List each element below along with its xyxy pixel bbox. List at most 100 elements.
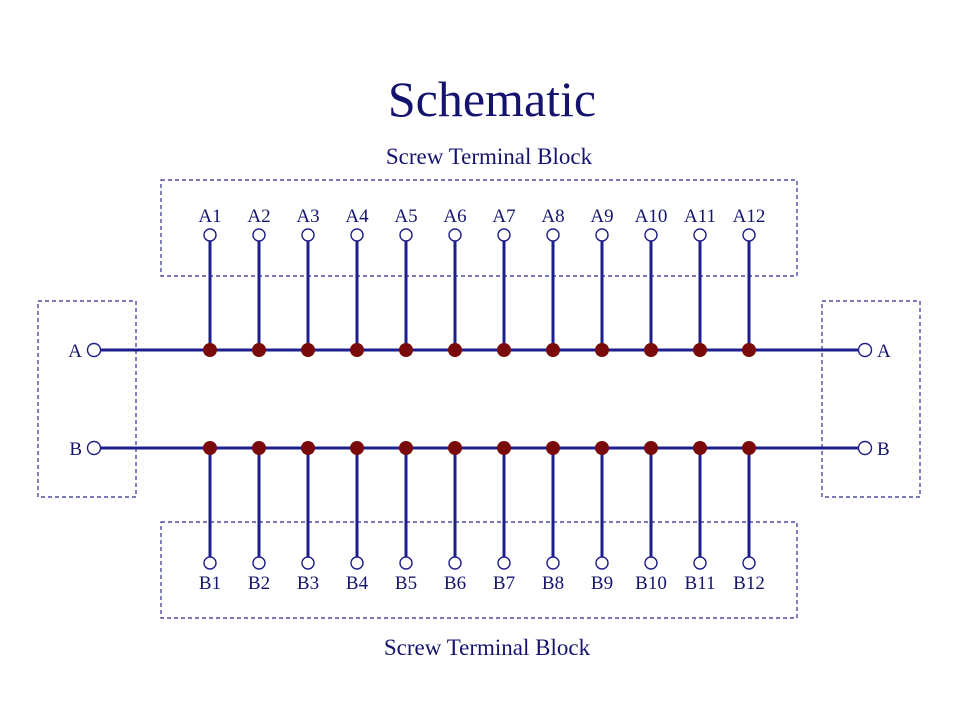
a-terminal-label-11: A11	[684, 206, 716, 227]
b-terminal-5: B5	[395, 441, 417, 594]
a-terminal-9: A9	[590, 206, 614, 357]
b-terminal-pin-11	[693, 556, 707, 570]
a-terminal-5: A5	[394, 206, 418, 357]
a-terminal-8: A8	[541, 206, 565, 357]
a-terminal-pin-11	[693, 228, 707, 242]
a-terminal-pin-4	[350, 228, 364, 242]
b-terminal-label-8: B8	[542, 573, 564, 594]
b-terminal-label-1: B1	[199, 573, 221, 594]
b-terminal-1: B1	[199, 441, 221, 594]
a-terminal-3: A3	[296, 206, 320, 357]
a-junction-node-12	[742, 343, 756, 357]
b-junction-node-7	[497, 441, 511, 455]
a-terminal-7: A7	[492, 206, 516, 357]
bottom-block-label: Screw Terminal Block	[384, 635, 591, 660]
b-terminal-pin-10	[644, 556, 658, 570]
b-junction-node-12	[742, 441, 756, 455]
right-label-a: A	[877, 341, 891, 362]
a-terminal-pin-1	[203, 228, 217, 242]
b-terminal-label-7: B7	[493, 573, 515, 594]
a-terminal-pin-8	[546, 228, 560, 242]
b-terminal-4: B4	[346, 441, 369, 594]
b-terminal-pin-5	[399, 556, 413, 570]
a-terminal-label-9: A9	[590, 206, 613, 227]
a-junction-node-7	[497, 343, 511, 357]
b-terminal-label-6: B6	[444, 573, 466, 594]
right-pin-b	[857, 440, 873, 456]
a-junction-node-10	[644, 343, 658, 357]
a-terminal-label-1: A1	[198, 206, 221, 227]
a-terminal-pin-2	[252, 228, 266, 242]
a-junction-node-6	[448, 343, 462, 357]
a-junction-node-8	[546, 343, 560, 357]
b-terminal-2: B2	[248, 441, 270, 594]
b-terminal-8: B8	[542, 441, 564, 594]
a-junction-node-5	[399, 343, 413, 357]
b-terminal-label-10: B10	[635, 573, 667, 594]
a-terminal-pin-9	[595, 228, 609, 242]
a-terminal-11: A11	[684, 206, 716, 357]
b-terminal-11: B11	[685, 441, 716, 594]
a-terminal-pin-5	[399, 228, 413, 242]
b-terminal-pin-7	[497, 556, 511, 570]
b-terminal-pin-4	[350, 556, 364, 570]
a-junction-node-2	[252, 343, 266, 357]
b-junction-node-6	[448, 441, 462, 455]
b-terminal-3: B3	[297, 441, 319, 594]
left-connector-outline	[37, 300, 137, 498]
a-terminal-10: A10	[635, 206, 667, 357]
a-terminal-label-4: A4	[345, 206, 369, 227]
b-terminal-pin-1	[203, 556, 217, 570]
b-terminal-label-11: B11	[685, 573, 716, 594]
a-terminal-label-7: A7	[492, 206, 515, 227]
b-junction-node-2	[252, 441, 266, 455]
a-terminal-4: A4	[345, 206, 369, 357]
b-terminal-pin-9	[595, 556, 609, 570]
b-terminal-pin-3	[301, 556, 315, 570]
b-terminal-pin-8	[546, 556, 560, 570]
b-terminal-pin-6	[448, 556, 462, 570]
a-terminal-label-5: A5	[394, 206, 417, 227]
a-terminal-pin-6	[448, 228, 462, 242]
right-label-b: B	[877, 439, 890, 460]
b-terminal-label-2: B2	[248, 573, 270, 594]
b-terminal-7: B7	[493, 441, 515, 594]
a-terminal-pin-7	[497, 228, 511, 242]
b-terminal-pin-12	[742, 556, 756, 570]
a-terminal-12: A12	[733, 206, 766, 357]
b-terminal-12: B12	[733, 441, 765, 594]
a-terminal-label-3: A3	[296, 206, 319, 227]
left-pin-a	[86, 342, 102, 358]
top-terminal-block-outline	[160, 179, 798, 277]
a-junction-node-11	[693, 343, 707, 357]
b-terminal-pin-2	[252, 556, 266, 570]
a-terminal-2: A2	[247, 206, 271, 357]
a-junction-node-9	[595, 343, 609, 357]
a-junction-node-1	[203, 343, 217, 357]
b-junction-node-1	[203, 441, 217, 455]
b-junction-node-5	[399, 441, 413, 455]
b-junction-node-9	[595, 441, 609, 455]
top-block-label: Screw Terminal Block	[386, 144, 593, 169]
left-pin-b	[86, 440, 102, 456]
a-terminal-label-12: A12	[733, 206, 766, 227]
b-terminal-6: B6	[444, 441, 466, 594]
b-junction-node-11	[693, 441, 707, 455]
a-terminal-pin-3	[301, 228, 315, 242]
a-junction-node-4	[350, 343, 364, 357]
a-terminal-1: A1	[198, 206, 222, 357]
b-junction-node-10	[644, 441, 658, 455]
b-terminal-10: B10	[635, 441, 667, 594]
b-junction-node-3	[301, 441, 315, 455]
top-terminal-row: A1 A2 A3 A4 A5 A6 A7 A8 A9 A10 A11 A12	[198, 206, 765, 357]
a-terminal-pin-12	[742, 228, 756, 242]
right-connector-outline	[821, 300, 921, 498]
a-terminal-pin-10	[644, 228, 658, 242]
b-junction-node-4	[350, 441, 364, 455]
b-terminal-label-5: B5	[395, 573, 417, 594]
bottom-terminal-block-outline	[160, 521, 798, 619]
b-terminal-label-9: B9	[591, 573, 613, 594]
a-terminal-label-6: A6	[443, 206, 466, 227]
